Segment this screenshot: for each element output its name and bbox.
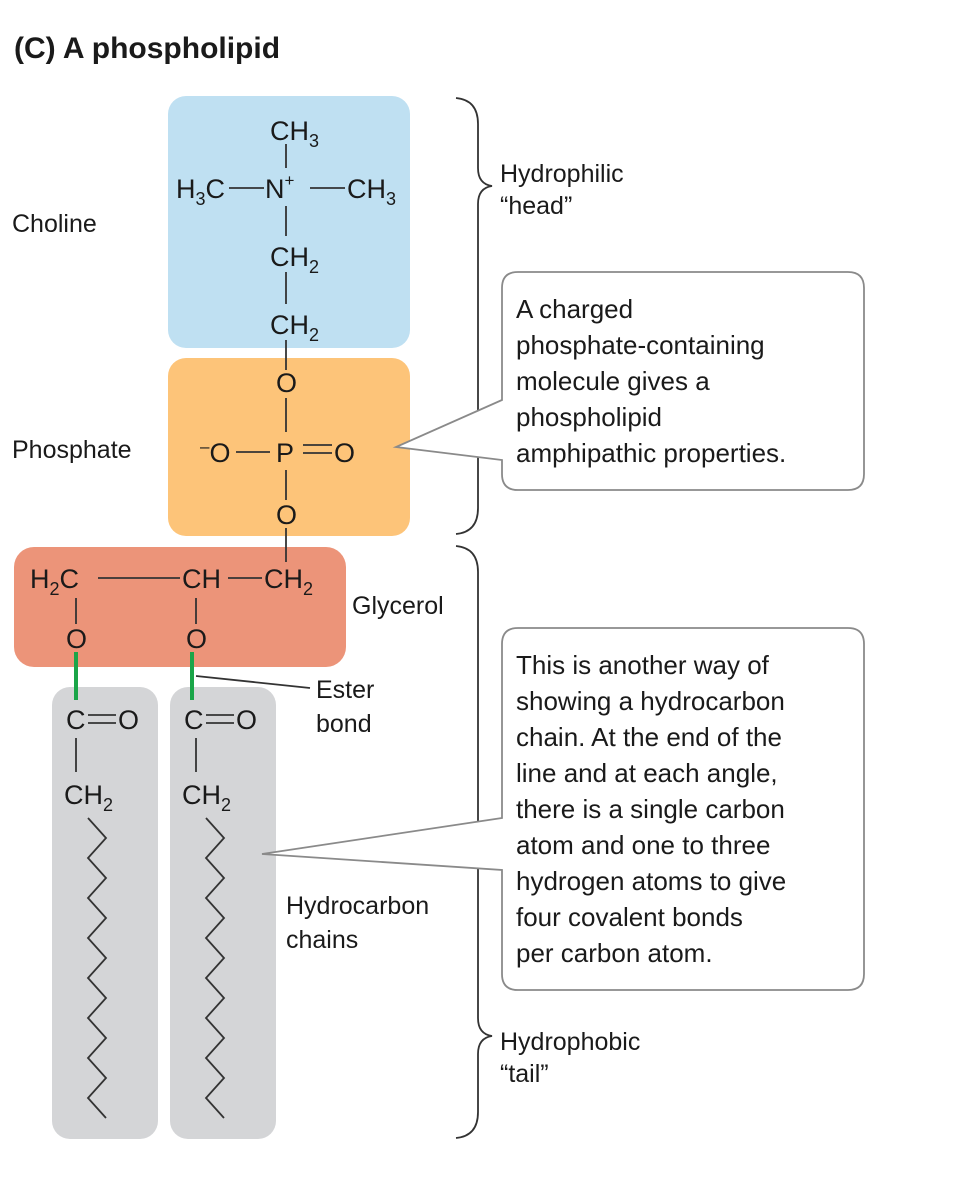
label-hydrophilic-1: Hydrophilic — [500, 160, 624, 188]
callout-charged-phosphate: A charged phosphate-containing molecule … — [392, 271, 865, 491]
atom-ch2-glycerol: CH2 — [264, 564, 313, 599]
zigzag-chain-right — [204, 817, 226, 1119]
atom-ch3-right: CH3 — [347, 174, 396, 209]
label-phosphate: Phosphate — [12, 436, 132, 464]
phosphate-region — [168, 358, 410, 536]
callout-hydrocarbon-line-5: atom and one to three — [516, 830, 770, 860]
callout-hydrocarbon-line-2: chain. At the end of the — [516, 722, 782, 752]
backbone-bonds — [75, 144, 345, 772]
callout-hydrocarbon-line-3: line and at each angle, — [516, 758, 778, 788]
atom-c-right: C — [184, 705, 204, 735]
callout-hydrocarbon-notation: This is another way of showing a hydroca… — [261, 627, 865, 991]
callout-hydrocarbon-line-7: four covalent bonds — [516, 902, 743, 932]
callout-hydrocarbon-line-1: showing a hydrocarbon — [516, 686, 785, 716]
callout-charged-line-3: phospholipid — [516, 402, 662, 432]
atom-ch-glycerol: CH — [182, 564, 221, 594]
atom-o-top: O — [276, 368, 297, 398]
atom-ch2-chain-left: CH2 — [64, 780, 113, 815]
callout-hydrocarbon-line-6: hydrogen atoms to give — [516, 866, 786, 896]
label-ester-1: Ester — [316, 676, 374, 704]
callout-hydrocarbon-line-8: per carbon atom. — [516, 938, 713, 968]
atom-o-glycerol-left: O — [66, 624, 87, 654]
label-ester-2: bond — [316, 710, 372, 738]
label-hydrophobic-2: “tail” — [500, 1060, 549, 1088]
ester-pointer — [195, 675, 311, 689]
figure-title: (C) A phospholipid — [14, 32, 280, 65]
callout-charged-line-0: A charged — [516, 294, 633, 324]
brace-hydrophobic — [455, 545, 493, 1139]
callout-hydrocarbon-line-4: there is a single carbon — [516, 794, 785, 824]
label-hydrocarbon-1: Hydrocarbon — [286, 892, 429, 920]
atom-n-plus: N+ — [265, 171, 295, 204]
label-hydrocarbon-2: chains — [286, 926, 358, 954]
callout-hydrocarbon-line-0: This is another way of — [516, 650, 770, 680]
atom-o-carbonyl-left: O — [118, 705, 139, 735]
atom-ch2-2: CH2 — [270, 310, 319, 345]
choline-region — [168, 96, 410, 348]
atom-o-carbonyl-right: O — [236, 705, 257, 735]
atom-p: P — [276, 438, 294, 468]
atom-h3c-left: H3C — [176, 174, 225, 209]
atom-ch2-chain-right: CH2 — [182, 780, 231, 815]
callout-charged-line-4: amphipathic properties. — [516, 438, 786, 468]
atom-ch3-top: CH3 — [270, 116, 319, 151]
glycerol-region — [14, 547, 346, 667]
label-choline: Choline — [12, 210, 97, 238]
atom-ch2-1: CH2 — [270, 242, 319, 277]
atom-o-minus: –O — [200, 437, 230, 468]
label-hydrophobic-1: Hydrophobic — [500, 1028, 640, 1056]
zigzag-chain-left — [86, 817, 108, 1119]
label-hydrophilic-2: “head” — [500, 192, 572, 220]
brace-hydrophilic — [455, 97, 493, 535]
atom-o-bottom: O — [276, 500, 297, 530]
chain-region-left — [52, 687, 158, 1139]
atom-h2c-glycerol: H2C — [30, 564, 79, 599]
callout-charged-line-2: molecule gives a — [516, 366, 710, 396]
atom-o-double: O — [334, 438, 355, 468]
atom-o-glycerol-right: O — [186, 624, 207, 654]
chain-region-right — [170, 687, 276, 1139]
callout-charged-line-1: phosphate-containing — [516, 330, 765, 360]
atom-c-left: C — [66, 705, 86, 735]
label-glycerol: Glycerol — [352, 592, 444, 620]
